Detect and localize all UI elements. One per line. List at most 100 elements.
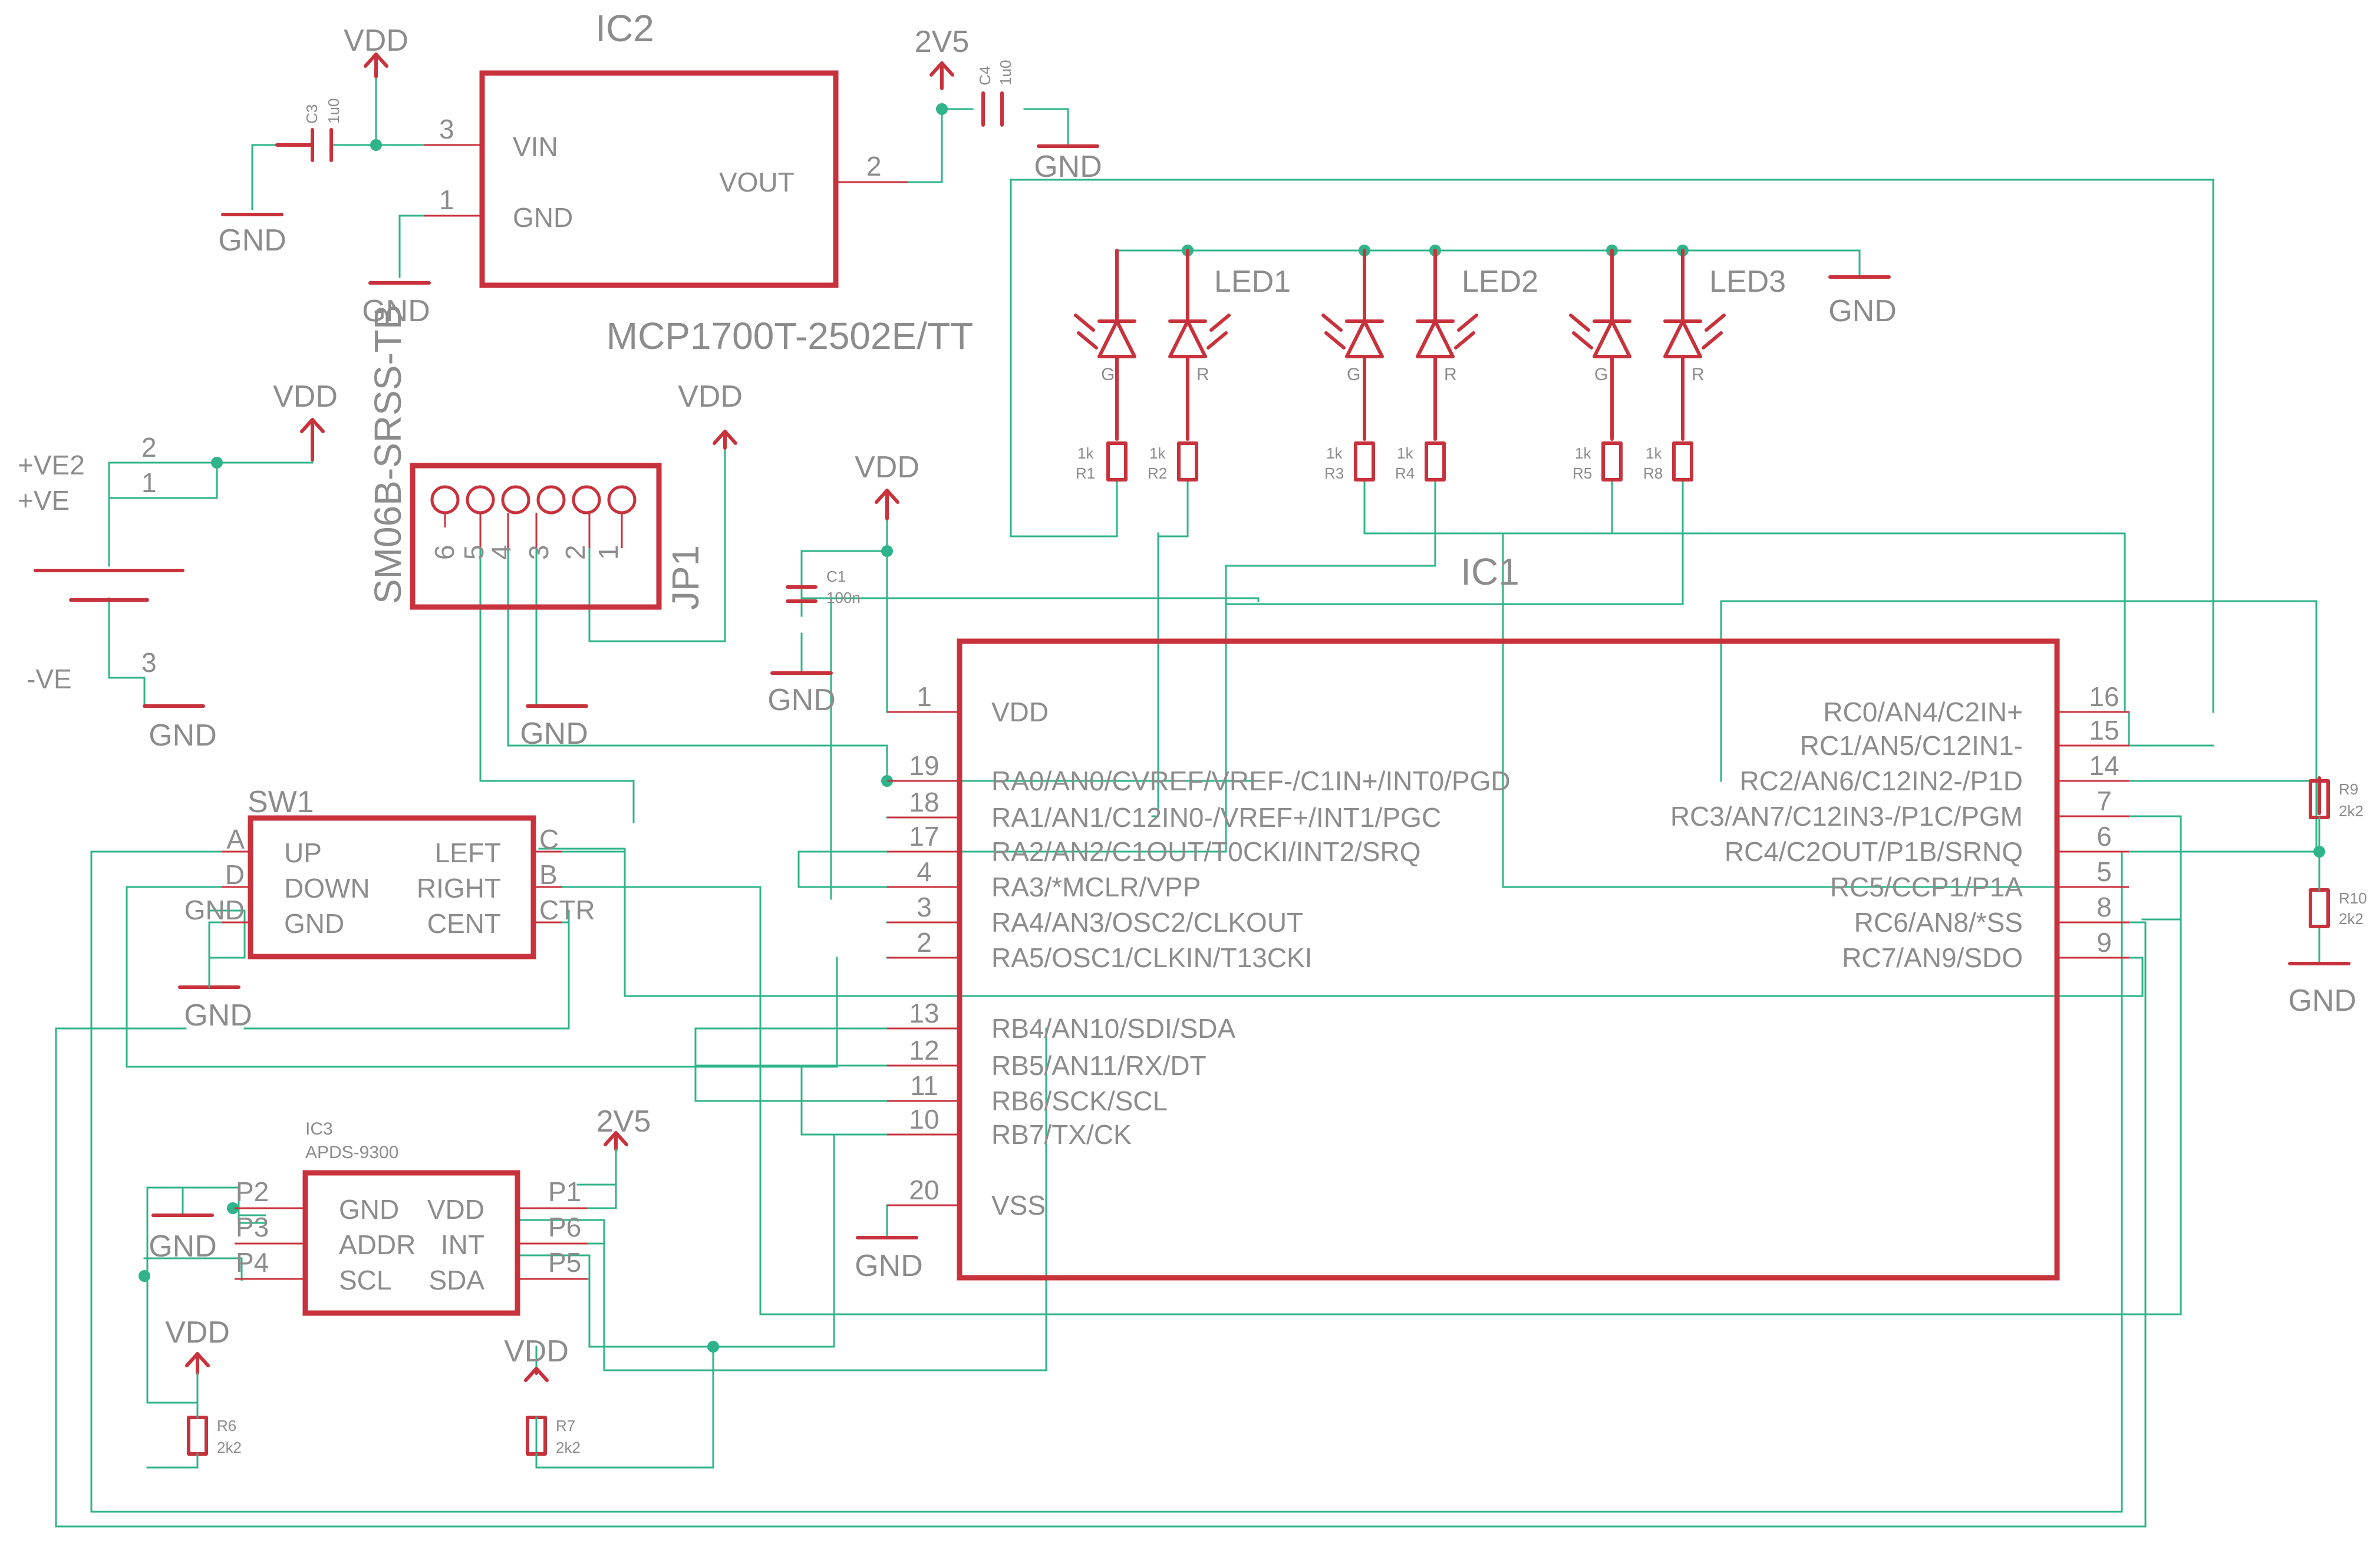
led-name: LED3 [1709, 265, 1786, 299]
junction-dot [370, 139, 382, 151]
gnd-label: GND [767, 683, 836, 717]
ic1-pin-label: RA3/*MCLR/VPP [991, 872, 1201, 902]
ic1-pin-label: RB4/AN10/SDI/SDA [991, 1013, 1235, 1044]
ic3-pin-number: P2 [236, 1176, 269, 1207]
led-color-label: R [1196, 365, 1209, 384]
vdd-supply: VDD [855, 450, 919, 520]
ic1-pin-number: 8 [2096, 892, 2112, 922]
ic1-pin-label: VSS [991, 1190, 1046, 1221]
gnd-symbol: GND [1034, 144, 1102, 184]
junction-dot [881, 545, 893, 557]
sw1-label: CENT [427, 908, 501, 939]
ic1-pin-label: RC0/AN4/C2IN+ [1823, 697, 2023, 727]
resistor-value: 1k [1397, 444, 1413, 462]
ic1-pin-number: 1 [917, 681, 932, 712]
ic2-regulator: IC2 MCP1700T-2502E/TT VIN GND VOUT 3 1 2 [424, 7, 973, 357]
v25-supply: 2V5 [596, 1104, 651, 1151]
gnd-label: GND [218, 223, 286, 258]
led3: LED3 G R [1569, 249, 1786, 441]
junction-dot [707, 1341, 719, 1353]
gnd-symbol: GND [218, 213, 286, 258]
resistor-r7: R7 2k2 [526, 1416, 581, 1456]
vdd-supply: VDD [165, 1315, 230, 1375]
vdd-supply: VDD [273, 380, 338, 461]
ic3-label: INT [441, 1229, 484, 1260]
capacitor-name: C4 [976, 66, 994, 85]
ic3-label: VDD [427, 1194, 484, 1225]
gnd-symbol: GND [178, 985, 252, 1033]
ic2-pin-number: 1 [439, 184, 454, 215]
led-color-label: G [1347, 365, 1360, 384]
ic1-pin-number: 17 [909, 821, 939, 852]
resistor-r6: R6 2k2 [187, 1416, 242, 1456]
resistor-value: 1k [1149, 444, 1166, 462]
ic2-pin-number: 3 [439, 114, 454, 144]
ic1-pin-number: 11 [910, 1070, 938, 1101]
ic1-right-pins: 16RC0/AN4/C2IN+15RC1/AN5/C12IN1-14RC2/AN… [1670, 681, 2129, 973]
battery-plus2-label: +VE2 [18, 450, 85, 480]
vdd-label: VDD [504, 1334, 569, 1369]
ic1-pin-label: RC3/AN7/C12IN3-/P1C/PGM [1670, 801, 2023, 832]
ic1-pin-number: 2 [917, 927, 932, 958]
gnd-label: GND [855, 1249, 923, 1283]
vdd-supply: VDD [344, 24, 408, 78]
ic2-gnd-label: GND [513, 202, 573, 233]
v25-supply: 2V5 [915, 25, 970, 90]
v25-label: 2V5 [596, 1104, 651, 1139]
led-name: LED1 [1214, 265, 1291, 299]
gnd-symbol: GND [520, 704, 588, 751]
v25-label: 2V5 [915, 25, 970, 59]
resistor-value: 2k2 [556, 1439, 581, 1456]
resistor-value: 1k [1646, 444, 1662, 462]
led-color-label: R [1444, 365, 1457, 384]
ic1-pin-label: RA4/AN3/OSC2/CLKOUT [991, 907, 1303, 938]
led1: LED1 G R [1074, 249, 1291, 441]
jp1-pin-number: 1 [593, 545, 624, 560]
resistor-value: 2k2 [2339, 910, 2363, 928]
supply-symbols: VDD VDD VDD VDD VDD VDD 2V5 2V5 [143, 24, 2356, 1382]
ic1-pin-number: 5 [2096, 856, 2112, 887]
jp1-connector: 6 5 4 3 2 1 JP1 SM06B-SRSS-TB [367, 304, 707, 610]
gnd-symbol: GND [1828, 275, 1897, 328]
resistor-r1: 1k R1 [1076, 441, 1128, 482]
jp1-pin-number: 6 [429, 545, 460, 560]
capacitor-name: C1 [826, 568, 846, 585]
ic1-pin-number: 15 [2089, 715, 2119, 746]
capacitor-name: C3 [303, 104, 321, 124]
battery-pin-number: 2 [141, 432, 157, 463]
ic3-pin-number: P5 [548, 1247, 581, 1278]
resistor-r4: 1k R4 [1395, 441, 1446, 482]
led-color-label: R [1692, 365, 1705, 384]
led-color-label: G [1101, 365, 1115, 384]
gnd-symbol: GND [143, 704, 217, 753]
junction-dot [211, 457, 223, 469]
ic2-vin-label: VIN [513, 131, 558, 162]
resistor-r5: 1k R5 [1573, 441, 1623, 482]
gnd-label: GND [149, 1229, 217, 1264]
gnd-label: GND [1034, 150, 1102, 184]
sw1-pin-label: A [226, 824, 245, 855]
ic1-pin-number: 19 [909, 750, 939, 781]
gnd-label: GND [149, 718, 217, 753]
resistor-name: R5 [1573, 464, 1592, 482]
ic3-value: APDS-9300 [305, 1143, 398, 1162]
battery-pin-number: 1 [141, 467, 157, 498]
ic1-pin-number: 7 [2096, 786, 2112, 816]
jp1-pin-number: 3 [523, 545, 554, 560]
ic3-pin-number: P1 [548, 1176, 581, 1207]
sw1-label: UP [284, 837, 322, 868]
resistor-value: 2k2 [2339, 802, 2363, 820]
gnd-label: GND [2288, 984, 2356, 1018]
ic1-pin-label: VDD [991, 697, 1049, 727]
resistor-r2: 1k R2 [1148, 441, 1198, 482]
sw1-pin-label: CTR [539, 895, 595, 925]
ic1-pin-number: 10 [909, 1104, 939, 1135]
ic1-pin-label: RB7/TX/CK [991, 1119, 1132, 1150]
jp1-pin-number: 4 [486, 545, 516, 560]
ic1-pin-number: 16 [2089, 681, 2119, 712]
resistor-name: R7 [556, 1417, 575, 1435]
ic2-vout-label: VOUT [719, 167, 795, 197]
ic1-name: IC1 [1461, 550, 1519, 593]
